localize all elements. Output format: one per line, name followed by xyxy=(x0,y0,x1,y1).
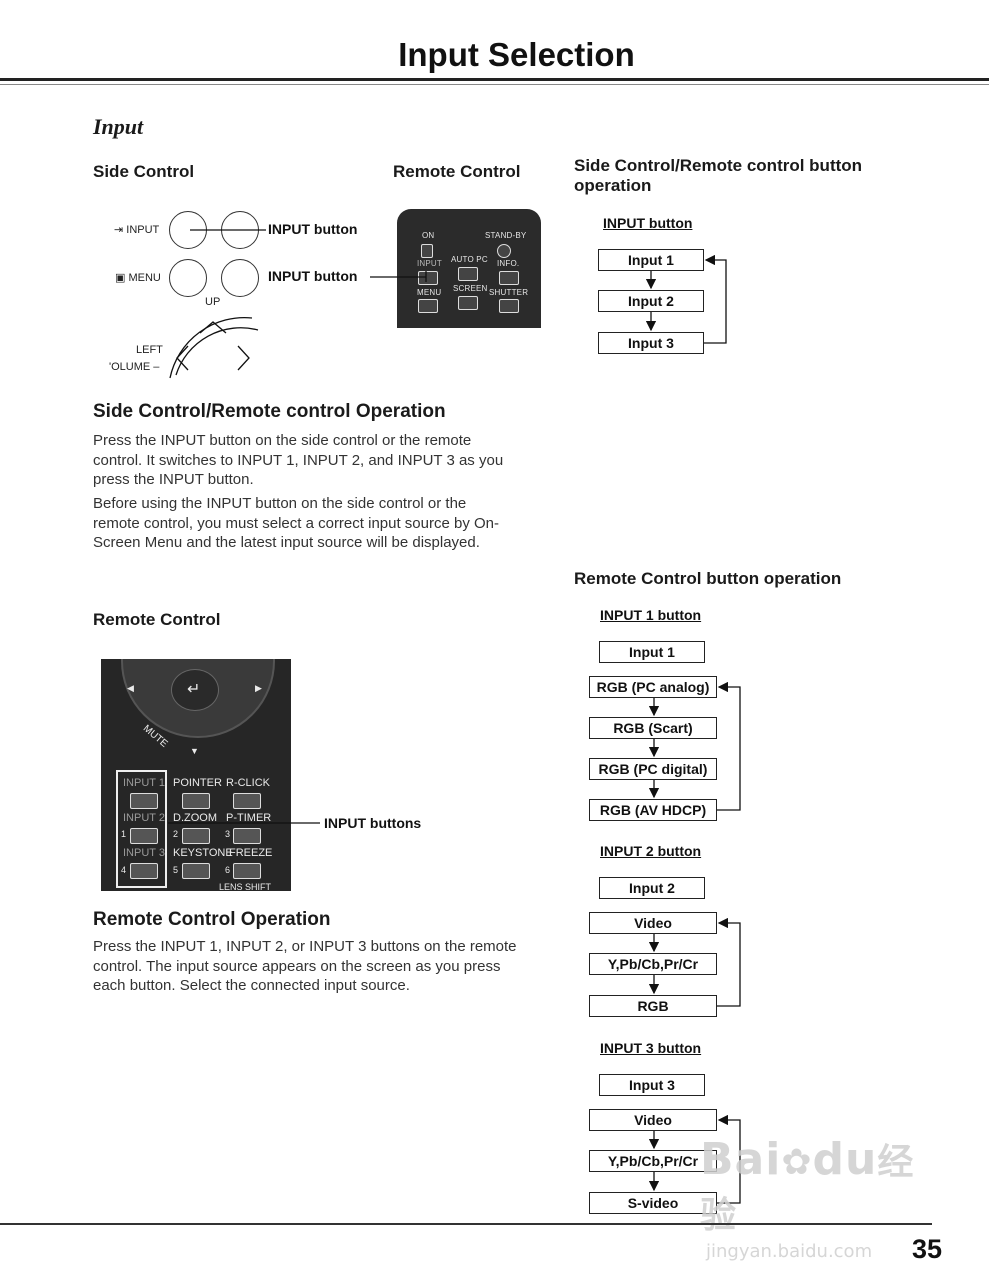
remote-control-heading-top: Remote Control xyxy=(393,162,521,181)
input2-item-1: Video xyxy=(589,912,717,934)
input3-item-3: S-video xyxy=(589,1192,717,1214)
page-title: Input Selection xyxy=(398,36,635,73)
side-volume-label: 'OLUME – xyxy=(109,361,160,373)
keystone-key[interactable] xyxy=(182,863,210,879)
info-key[interactable] xyxy=(499,271,519,285)
operation-panel-heading: Side Control/Remote control button opera… xyxy=(574,156,863,195)
remote-input2-key[interactable] xyxy=(130,828,158,844)
dpad-down-icon: ▼ xyxy=(190,746,199,756)
input-icon: ⇥ xyxy=(114,224,127,236)
freeze-key[interactable] xyxy=(233,863,261,879)
input3-button-label: INPUT 3 button xyxy=(600,1040,702,1056)
watermark-url: jingyan.baidu.com xyxy=(706,1241,873,1262)
side-up-label: UP xyxy=(205,296,221,308)
baidu-watermark: Bai✿du经验 jingyan.baidu.com xyxy=(700,1134,940,1263)
input1-button-label: INPUT 1 button xyxy=(600,607,702,623)
side-remote-operation-paragraph-1: Press the INPUT button on the side contr… xyxy=(93,432,504,488)
on-key[interactable] xyxy=(421,244,433,258)
header-rule xyxy=(0,78,989,81)
autopc-key[interactable] xyxy=(458,267,478,281)
input2-title-box: Input 2 xyxy=(599,877,705,899)
input1-item-4: RGB (AV HDCP) xyxy=(589,799,717,821)
side-menu-button[interactable] xyxy=(169,259,207,297)
page-number: 35 xyxy=(912,1234,943,1264)
dpad-left-icon: ◀ xyxy=(127,683,134,693)
remote-control-top-image: ON STAND-BY INPUT AUTO PC INFO. MENU SCR… xyxy=(397,209,541,328)
remote-control-heading-bottom: Remote Control xyxy=(93,610,221,629)
footer-rule xyxy=(0,1223,932,1225)
input3-title-box: Input 3 xyxy=(599,1074,705,1096)
remote-top-input-key[interactable] xyxy=(418,271,438,285)
input-button-label: INPUT button xyxy=(603,215,693,231)
menu-icon: ▣ xyxy=(115,272,129,284)
enter-key[interactable] xyxy=(171,669,219,711)
side-control-heading: Side Control xyxy=(93,162,195,181)
input1-item-1: RGB (PC analog) xyxy=(589,676,717,698)
input1-item-3: RGB (PC digital) xyxy=(589,758,717,780)
input2-item-3: RGB xyxy=(589,995,717,1017)
ptimer-key[interactable] xyxy=(233,828,261,844)
dpad-right-icon: ▶ xyxy=(255,683,262,693)
enter-icon: ↵ xyxy=(187,681,201,698)
flow-step-input3: Input 3 xyxy=(598,332,704,354)
input-keys-highlight xyxy=(116,770,167,888)
side-remote-operation-paragraph-2: Before using the INPUT button on the sid… xyxy=(93,495,500,551)
watermark-cn: 经验 xyxy=(700,1142,915,1236)
rclick-key[interactable] xyxy=(233,793,261,809)
pointer-key[interactable] xyxy=(182,793,210,809)
side-button-right-bottom[interactable] xyxy=(221,259,259,297)
input1-title-box: Input 1 xyxy=(599,641,705,663)
side-input-label: ⇥ INPUT xyxy=(114,224,160,236)
side-left-label: LEFT xyxy=(136,344,163,356)
input-buttons-callout: INPUT buttons xyxy=(324,815,422,831)
remote-button-operation-heading: Remote Control button operation xyxy=(574,569,842,588)
dzoom-key[interactable] xyxy=(182,828,210,844)
input2-button-label: INPUT 2 button xyxy=(600,843,702,859)
remote-operation-heading: Remote Control Operation xyxy=(93,909,331,930)
input3-item-1: Video xyxy=(589,1109,717,1131)
remote-input1-key[interactable] xyxy=(130,793,158,809)
section-title-input: Input xyxy=(93,114,144,139)
side-remote-operation-heading: Side Control/Remote control Operation xyxy=(93,401,446,422)
paw-icon: ✿ xyxy=(781,1142,813,1183)
input1-item-2: RGB (Scart) xyxy=(589,717,717,739)
input2-item-2: Y,Pb/Cb,Pr/Cr xyxy=(589,953,717,975)
standby-key[interactable] xyxy=(497,244,511,258)
watermark-brand-2: du xyxy=(812,1134,878,1185)
flow-step-input1: Input 1 xyxy=(598,249,704,271)
screen-key[interactable] xyxy=(458,296,478,310)
remote-control-bottom-image: ↵ ◀ ▶ ▼ MUTE INPUT 1 POINTER R-CLICK INP… xyxy=(101,659,291,891)
remote-input-callout: INPUT button xyxy=(268,268,358,284)
side-menu-label: ▣ MENU xyxy=(115,272,161,284)
shutter-key[interactable] xyxy=(499,299,519,313)
watermark-brand: Bai xyxy=(700,1134,782,1185)
input3-item-2: Y,Pb/Cb,Pr/Cr xyxy=(589,1150,717,1172)
side-input-callout: INPUT button xyxy=(268,221,358,237)
menu-key[interactable] xyxy=(418,299,438,313)
remote-operation-paragraph: Press the INPUT 1, INPUT 2, or INPUT 3 b… xyxy=(93,938,517,994)
header-rule-thin xyxy=(0,84,989,85)
flow-step-input2: Input 2 xyxy=(598,290,704,312)
remote-input3-key[interactable] xyxy=(130,863,158,879)
